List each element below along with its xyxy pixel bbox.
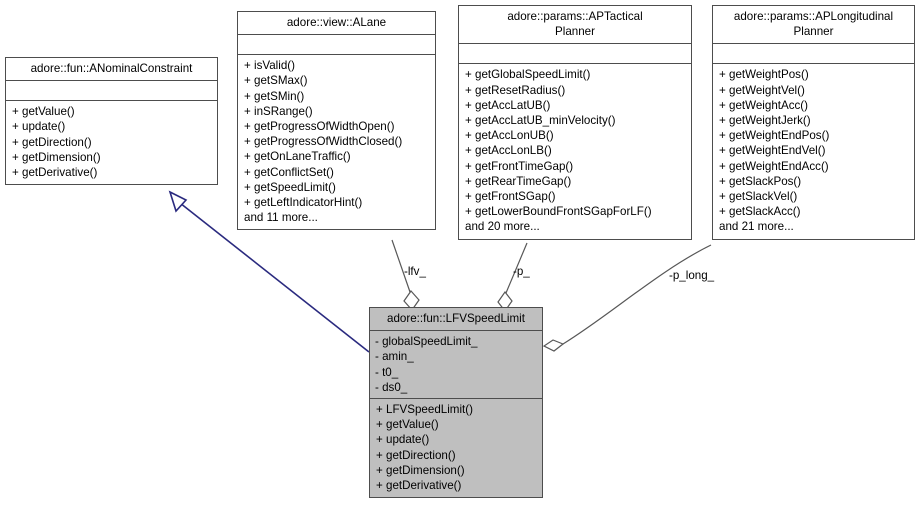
class-title-ap-longitudinal-planner: adore::params::APLongitudinal Planner [713, 6, 914, 45]
operation-item: + getDerivative() [12, 166, 98, 180]
operation-item: + update() [12, 120, 66, 134]
operation-item: + getAccLonLB() [465, 144, 552, 158]
class-title-alane: adore::view::ALane [238, 12, 435, 36]
operation-item: + getSMin() [244, 89, 305, 103]
class-operations-ap-tactical-planner: + getGlobalSpeedLimit() + getResetRadius… [459, 64, 691, 238]
operation-item: + getWeightEndVel() [719, 144, 826, 158]
aggregation-line-p-long [562, 244, 712, 345]
operation-item: + getWeightAcc() [719, 98, 809, 112]
attribute-item: - amin_ [375, 350, 414, 364]
operation-item: + getWeightPos() [719, 68, 809, 82]
class-attributes-ap-longitudinal-planner [713, 44, 914, 65]
attribute-item: - globalSpeedLimit_ [375, 335, 478, 349]
operation-item: + getAccLatUB() [465, 98, 551, 112]
operation-item: + getAccLatUB_minVelocity() [465, 114, 616, 128]
operation-item: + getLowerBoundFrontSGapForLF() [465, 205, 652, 219]
operation-item: and 11 more... [244, 211, 318, 225]
class-box-alane[interactable]: adore::view::ALane + isValid() + getSMax… [237, 11, 436, 231]
operation-item: + getAccLonUB() [465, 129, 554, 143]
class-title-lfv-speed-limit: adore::fun::LFVSpeedLimit [370, 308, 542, 332]
class-attributes-anominal-constraint [6, 81, 217, 102]
edge-label-p-long: -p_long_ [669, 269, 715, 282]
class-attributes-ap-tactical-planner [459, 44, 691, 65]
operation-item: + getGlobalSpeedLimit() [465, 68, 591, 82]
operation-item: + getFrontTimeGap() [465, 159, 574, 173]
operation-item: + getFrontSGap() [465, 190, 556, 204]
operation-item: + getDirection() [12, 135, 92, 149]
operation-item: + getConflictSet() [244, 165, 334, 179]
class-operations-anominal-constraint: + getValue() + update() + getDirection()… [6, 101, 217, 184]
operation-item: + getDirection() [376, 448, 456, 462]
edge-aggregation-p-long [542, 244, 712, 352]
class-title-anominal-constraint: adore::fun::ANominalConstraint [6, 58, 217, 82]
generalization-arrowhead [168, 190, 188, 213]
operation-item: + getOnLaneTraffic() [244, 150, 351, 164]
operation-item: + getDerivative() [376, 479, 462, 493]
operation-item: + getLeftIndicatorHint() [244, 196, 363, 210]
class-box-ap-tactical-planner[interactable]: adore::params::APTactical Planner + getG… [458, 5, 692, 240]
operation-item: + getDimension() [376, 463, 465, 477]
operation-item: and 20 more... [465, 220, 540, 234]
operation-item: + getProgressOfWidthOpen() [244, 120, 395, 134]
operation-item: + getValue() [12, 105, 75, 119]
aggregation-diamond-p-long [542, 339, 565, 352]
operation-item: + getWeightVel() [719, 83, 805, 97]
operation-item: + LFVSpeedLimit() [376, 403, 473, 417]
operation-item: + update() [376, 433, 430, 447]
operation-item: + getWeightJerk() [719, 114, 811, 128]
class-box-anominal-constraint[interactable]: adore::fun::ANominalConstraint + getValu… [5, 57, 218, 186]
operation-item: + getDimension() [12, 150, 101, 164]
operation-item: + getResetRadius() [465, 83, 566, 97]
class-operations-alane: + isValid() + getSMax() + getSMin() + in… [238, 55, 435, 229]
class-attributes-lfv-speed-limit: - globalSpeedLimit_ - amin_ - t0_ - ds0_ [370, 331, 542, 400]
attribute-item: - ds0_ [375, 380, 408, 394]
edge-label-lfv: -lfv_ [404, 265, 426, 278]
class-operations-lfv-speed-limit: + LFVSpeedLimit() + getValue() + update(… [370, 399, 542, 497]
operation-item: + getSlackPos() [719, 174, 802, 188]
operation-item: + isValid() [244, 59, 296, 73]
operation-item: + getSpeedLimit() [244, 180, 336, 194]
edge-label-p: -p_ [513, 265, 530, 278]
operation-item: + getProgressOfWidthClosed() [244, 135, 403, 149]
class-attributes-alane [238, 35, 435, 56]
operation-item: + getValue() [376, 418, 439, 432]
operation-item: + getWeightEndPos() [719, 129, 830, 143]
operation-item: + inSRange() [244, 104, 313, 118]
class-box-lfv-speed-limit[interactable]: adore::fun::LFVSpeedLimit - globalSpeedL… [369, 307, 543, 499]
class-operations-ap-longitudinal-planner: + getWeightPos() + getWeightVel() + getW… [713, 64, 914, 238]
attribute-item: - t0_ [375, 365, 399, 379]
class-box-ap-longitudinal-planner[interactable]: adore::params::APLongitudinal Planner + … [712, 5, 915, 240]
operation-item: + getSlackVel() [719, 190, 798, 204]
operation-item: + getSlackAcc() [719, 205, 801, 219]
class-title-ap-tactical-planner: adore::params::APTactical Planner [459, 6, 691, 45]
operation-item: + getSMax() [244, 74, 308, 88]
operation-item: + getRearTimeGap() [465, 174, 572, 188]
operation-item: and 21 more... [719, 220, 794, 234]
operation-item: + getWeightEndAcc() [719, 159, 829, 173]
